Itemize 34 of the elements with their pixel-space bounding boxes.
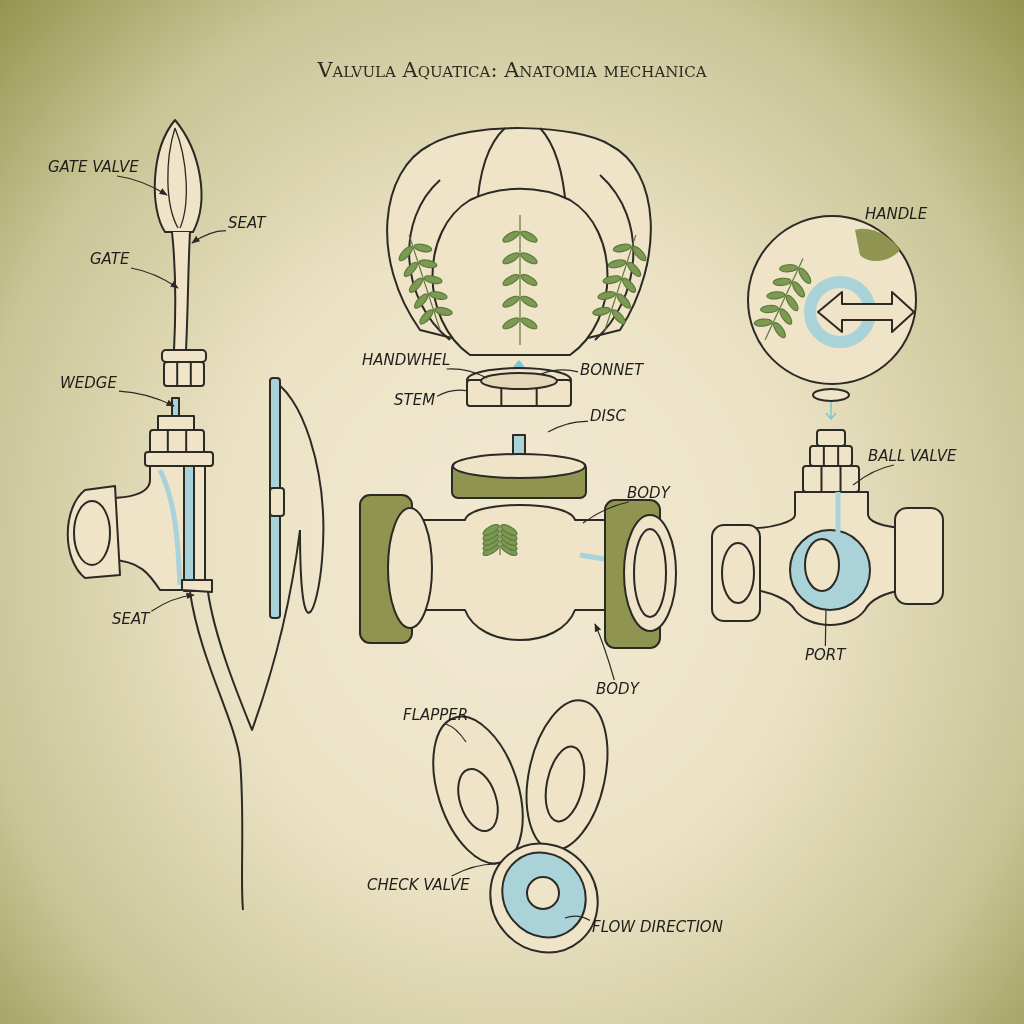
leader-line bbox=[130, 267, 179, 289]
part-label: FLAPPER bbox=[403, 706, 469, 724]
part-label: DISC bbox=[590, 407, 626, 425]
part-label: BALL VALVE bbox=[868, 447, 957, 465]
leader-line bbox=[824, 609, 827, 647]
leader-line bbox=[118, 390, 175, 407]
part-label: WEDGE bbox=[60, 374, 117, 392]
part-label: BODY bbox=[596, 680, 639, 698]
leader-line bbox=[564, 915, 591, 922]
part-label: CHECK VALVE bbox=[367, 876, 470, 894]
leader-line bbox=[445, 368, 488, 379]
part-label: FLOW DIRECTION bbox=[592, 918, 723, 936]
part-label: STEM bbox=[394, 391, 436, 409]
leader-line bbox=[445, 723, 467, 743]
part-label: SEAT bbox=[228, 214, 266, 232]
part-label: BODY bbox=[627, 484, 670, 502]
part-label: SEAT bbox=[112, 610, 150, 628]
leader-line bbox=[594, 623, 615, 681]
leader-line bbox=[582, 501, 630, 524]
leader-line bbox=[436, 389, 469, 397]
part-label: PORT bbox=[805, 646, 846, 664]
leader-line bbox=[150, 592, 195, 612]
part-label: BONNET bbox=[580, 361, 644, 379]
leader-line bbox=[116, 175, 168, 196]
title: Valvula Aquatica: Anatomia mechanica bbox=[316, 58, 708, 82]
leader-line bbox=[451, 863, 497, 877]
leader-line bbox=[547, 420, 589, 433]
leader-line bbox=[852, 464, 895, 486]
leader-line bbox=[191, 229, 227, 244]
leader-line bbox=[540, 369, 579, 375]
part-label: GATE bbox=[90, 250, 130, 268]
part-label: HANDWHEL bbox=[362, 351, 451, 369]
part-label: GATE VALVE bbox=[48, 158, 139, 176]
part-label: HANDLE bbox=[865, 205, 928, 223]
